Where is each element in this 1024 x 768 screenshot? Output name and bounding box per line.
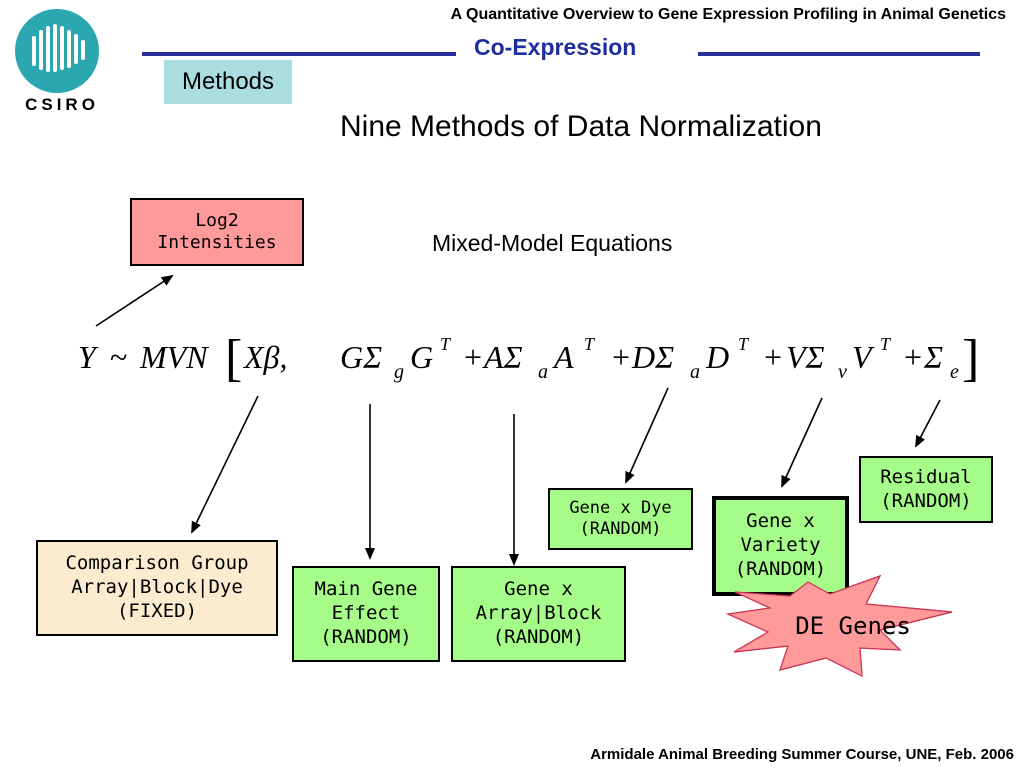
svg-text:G: G: [410, 339, 433, 375]
main-gene-line3: (RANDOM): [320, 625, 412, 648]
svg-text:+: +: [612, 339, 630, 375]
svg-text:g: g: [394, 361, 404, 383]
footer-text: Armidale Animal Breeding Summer Course, …: [590, 746, 1014, 763]
csiro-logo-icon: CSIRO: [15, 9, 99, 114]
log2-line1: Log2: [195, 209, 239, 231]
svg-text:T: T: [440, 334, 452, 354]
comparison-line2: Array|Block|Dye: [71, 576, 243, 599]
header-rule-left: [142, 52, 456, 56]
gene-dye-box: Gene x Dye (RANDOM): [548, 488, 693, 550]
svg-text:MVN: MVN: [139, 339, 209, 375]
presentation-title: A Quantitative Overview to Gene Expressi…: [450, 6, 1006, 23]
svg-text:VΣ: VΣ: [786, 339, 825, 375]
svg-text:a: a: [538, 361, 548, 383]
svg-text:e: e: [950, 361, 959, 383]
svg-text:+: +: [764, 339, 782, 375]
main-gene-line1: Main Gene: [314, 578, 418, 601]
comparison-line3: (FIXED): [116, 599, 198, 622]
gene-dye-line2: (RANDOM): [579, 519, 662, 539]
section-title: Co-Expression: [474, 34, 637, 60]
svg-text:a: a: [690, 361, 700, 383]
arrow-to-residual: [915, 399, 941, 448]
comparison-line1: Comparison Group: [65, 552, 249, 575]
main-gene-effect-box: Main Gene Effect (RANDOM): [292, 566, 440, 662]
svg-text:AΣ: AΣ: [482, 339, 523, 375]
residual-line2: (RANDOM): [880, 489, 972, 512]
svg-text:T: T: [880, 334, 892, 354]
arrows: [95, 274, 941, 566]
arrow-to-comparison: [191, 395, 259, 534]
svg-text:T: T: [738, 334, 750, 354]
gene-array-line3: (RANDOM): [492, 625, 585, 648]
gene-variety-box: Gene x Variety (RANDOM): [712, 496, 849, 596]
svg-text:V: V: [852, 339, 875, 375]
gene-variety-line3: (RANDOM): [734, 557, 827, 580]
gene-variety-line2: Variety: [740, 534, 821, 557]
arrow-to-gene-dye: [625, 387, 669, 484]
svg-text:Y: Y: [78, 339, 99, 375]
svg-text:~: ~: [110, 339, 127, 375]
header-rule-right: [698, 52, 980, 56]
svg-text:[: [: [225, 330, 242, 387]
de-genes-overlay-label: DE Genes: [795, 612, 911, 640]
methods-tab: Methods: [164, 60, 292, 104]
gene-array-block-box: Gene x Array|Block (RANDOM): [451, 566, 626, 662]
gene-array-line2: Array|Block: [475, 602, 602, 625]
svg-text:GΣ: GΣ: [340, 339, 382, 375]
svg-text:v: v: [838, 361, 847, 383]
svg-text:DΣ: DΣ: [631, 339, 674, 375]
mixed-model-equation: Y ~ MVN [ Xβ, GΣ g G T + AΣ a A T + DΣ a…: [78, 330, 979, 387]
log2-intensities-box: Log2 Intensities: [130, 198, 304, 266]
slide-title: Nine Methods of Data Normalization: [340, 110, 822, 143]
comparison-group-box: Comparison Group Array|Block|Dye (FIXED): [36, 540, 278, 636]
gene-variety-line1: Gene x: [746, 510, 815, 533]
svg-text:D: D: [705, 339, 729, 375]
gene-dye-line1: Gene x Dye: [569, 497, 672, 518]
svg-text:+: +: [464, 339, 482, 375]
arrow-to-gene-variety: [781, 397, 823, 488]
equation-subtitle: Mixed-Model Equations: [432, 230, 673, 256]
log2-line2: Intensities: [157, 232, 277, 253]
main-gene-line2: Effect: [331, 602, 401, 625]
de-genes-starburst-overlay: [725, 574, 953, 678]
svg-text:]: ]: [962, 330, 979, 387]
svg-text:+: +: [904, 339, 922, 375]
svg-text:A: A: [552, 339, 574, 375]
logo-text: CSIRO: [25, 95, 99, 114]
svg-text:T: T: [584, 334, 596, 354]
gene-array-line1: Gene x: [504, 578, 573, 601]
svg-text:Xβ,: Xβ,: [242, 339, 287, 375]
residual-box: Residual (RANDOM): [859, 456, 993, 523]
svg-text:Σ: Σ: [923, 339, 943, 375]
residual-line1: Residual: [880, 465, 972, 488]
arrow-to-log2: [95, 274, 174, 327]
